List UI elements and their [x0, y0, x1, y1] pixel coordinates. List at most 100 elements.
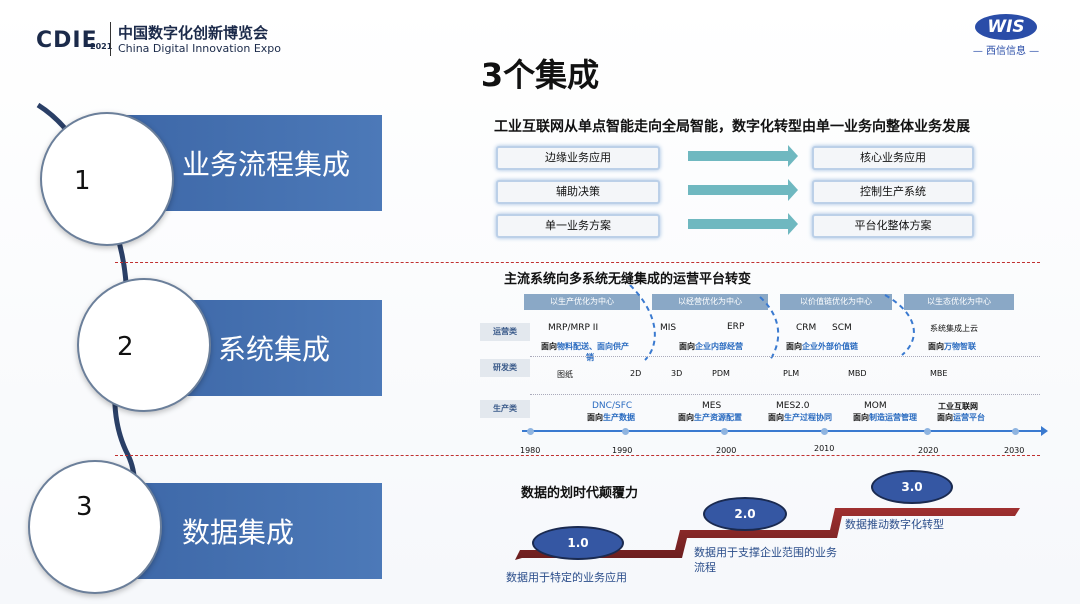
sys-mes2: MES2.0 [776, 401, 810, 411]
pillar-1-number: 1 [74, 166, 91, 196]
pillar-2-number-circle: 2 [77, 278, 211, 412]
sys-scm: SCM [832, 323, 852, 333]
pillar-2-label: 系统集成 [218, 333, 331, 366]
note-crm-prefix: 面向 [786, 342, 802, 351]
note-cloud-hl: 万物智联 [944, 342, 976, 351]
year-2020: 2020 [918, 446, 939, 455]
phase-label-1: 以生产优化为中心 [524, 294, 640, 310]
timeline-dot-2020 [924, 428, 931, 435]
sys-mbd: MBD [848, 369, 867, 378]
from-box-3: 单一业务方案 [496, 214, 660, 238]
timeline-dot-2030 [1012, 428, 1019, 435]
note-iiot: 面向运营平台 [937, 412, 985, 423]
expo-name-en: China Digital Innovation Expo [118, 42, 281, 55]
note-mom-hl: 制造运营管理 [869, 413, 917, 422]
note-cloud: 面向万物智联 [928, 341, 976, 352]
row-label-rd: 研发类 [480, 359, 530, 377]
sys-mbe: MBE [930, 369, 948, 378]
row-label-ops: 运营类 [480, 323, 530, 341]
pillar-3-number: 3 [76, 492, 93, 522]
note-erp-prefix: 面向 [679, 342, 695, 351]
wis-logo: WIS [975, 14, 1037, 40]
stage-3-text: 数据推动数字化转型 [845, 518, 944, 531]
section1-title: 工业互联网从单点智能走向全局智能，数字化转型由单一业务向整体业务发展 [494, 119, 970, 135]
year-1990: 1990 [612, 446, 633, 455]
sys-mrp: MRP/MRP II [548, 323, 599, 333]
sys-crm: CRM [796, 323, 817, 333]
note-mrp: 面向物料配送、面向供产 [541, 341, 629, 352]
arrow-right-3 [688, 213, 798, 235]
row-guide-1 [530, 356, 1040, 357]
sys-drawing: 图纸 [557, 370, 573, 379]
arrow-right-2 [688, 179, 798, 201]
note-mom-prefix: 面向 [853, 413, 869, 422]
row-label-prod: 生产类 [480, 400, 530, 418]
note-mes: 面向生产资源配置 [678, 412, 742, 423]
timeline-dot-2010 [821, 428, 828, 435]
year-2010: 2010 [814, 444, 835, 453]
staircase [515, 508, 1020, 560]
note-iiot-prefix: 面向 [937, 413, 953, 422]
sys-mis: MIS [660, 323, 677, 333]
pillar-3-number-circle: 3 [28, 460, 162, 594]
arrow-right-1 [688, 145, 798, 167]
wis-logo-subtitle: — 西信信息 — [972, 46, 1040, 57]
sys-2d: 2D [630, 369, 642, 378]
expo-name-cn: 中国数字化创新博览会 [118, 24, 269, 42]
note-iiot-hl: 运营平台 [953, 413, 985, 422]
phase-dividers [629, 285, 915, 361]
section-divider-2 [115, 455, 1040, 456]
note-mrp-hl: 物料配送、面向供产 [557, 342, 629, 351]
pillar-1-label: 业务流程集成 [182, 148, 351, 181]
timeline-dot-2000 [721, 428, 728, 435]
note-erp: 面向企业内部经营 [679, 341, 743, 352]
stage-2-text-line2: 流程 [694, 561, 716, 574]
stage-1-text: 数据用于特定的业务应用 [506, 571, 627, 584]
sys-pdm: PDM [712, 369, 730, 378]
sys-mom: MOM [864, 401, 887, 411]
row-guide-2 [530, 394, 1040, 395]
to-box-1: 核心业务应用 [812, 146, 974, 170]
note-mes2: 面向生产过程协同 [768, 412, 832, 423]
cdie-logo-year: 2021 [90, 42, 113, 51]
header-divider [110, 22, 111, 56]
sys-plm: PLM [783, 369, 800, 378]
pillar-3-label: 数据集成 [182, 516, 295, 549]
stage-2-text-line1: 数据用于支撑企业范围的业务 [694, 546, 837, 559]
note-dnc-prefix: 面向 [587, 413, 603, 422]
note-cloud-prefix: 面向 [928, 342, 944, 351]
section-divider-1 [115, 262, 1040, 263]
note-crm: 面向企业外部价值链 [786, 341, 858, 352]
stage-2-badge: 2.0 [703, 497, 787, 531]
timeline-dot-1980 [527, 428, 534, 435]
phase-label-4: 以生态优化为中心 [904, 294, 1014, 310]
sys-cloud: 系统集成上云 [930, 324, 978, 333]
wis-subtitle-text: 西信信息 [986, 46, 1026, 57]
phase-label-3: 以价值链优化为中心 [780, 294, 892, 310]
year-2030: 2030 [1004, 446, 1025, 455]
note-mes-prefix: 面向 [678, 413, 694, 422]
year-2000: 2000 [716, 446, 737, 455]
sys-erp: ERP [727, 322, 745, 332]
timeline-axis [522, 426, 1048, 436]
to-box-2: 控制生产系统 [812, 180, 974, 204]
sys-mes: MES [702, 401, 722, 411]
phase-label-2: 以经营优化为中心 [652, 294, 768, 310]
to-box-3: 平台化整体方案 [812, 214, 974, 238]
cdie-logo: CDIE [36, 28, 98, 53]
section2-title: 主流系统向多系统无缝集成的运营平台转变 [504, 272, 752, 287]
pillar-2-number: 2 [117, 332, 134, 362]
note-erp-hl: 企业内部经营 [695, 342, 743, 351]
sys-3d: 3D [671, 369, 683, 378]
sys-dnc: DNC/SFC [592, 401, 633, 411]
note-dnc: 面向生产数据 [587, 412, 635, 423]
note-mom: 面向制造运营管理 [853, 412, 917, 423]
section3-title: 数据的划时代颠覆力 [521, 486, 639, 501]
from-box-1: 边缘业务应用 [496, 146, 660, 170]
sys-iiot: 工业互联网 [938, 402, 978, 411]
note-mrp-prefix: 面向 [541, 342, 557, 351]
note-mes-hl: 生产资源配置 [694, 413, 742, 422]
note-mes2-hl: 生产过程协同 [784, 413, 832, 422]
pillar-1-number-circle: 1 [40, 112, 174, 246]
page-title: 3个集成 [480, 56, 600, 94]
